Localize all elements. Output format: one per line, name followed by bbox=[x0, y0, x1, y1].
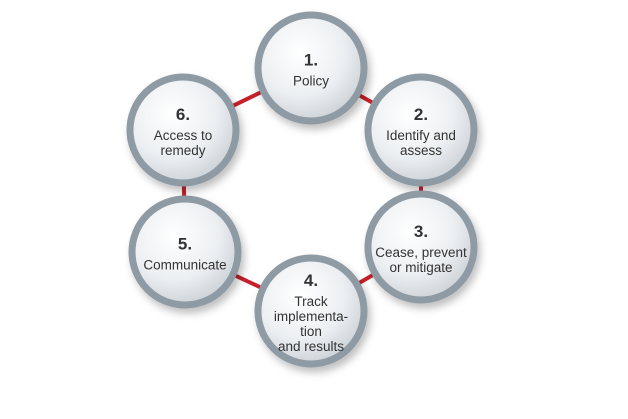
step-label-line: implementa- bbox=[274, 309, 348, 324]
step-node-5: 5. Communicate bbox=[128, 195, 242, 309]
step-label-line: Cease, prevent bbox=[375, 245, 467, 260]
step-number: 3. bbox=[414, 222, 428, 241]
step-label-line: Access to bbox=[154, 128, 213, 143]
step-label-line: Communicate bbox=[143, 258, 226, 273]
step-circle bbox=[364, 190, 478, 304]
step-number: 6. bbox=[176, 105, 190, 124]
step-number: 1. bbox=[304, 51, 318, 70]
step-label-line: assess bbox=[400, 143, 442, 158]
step-label-line: Track bbox=[294, 294, 327, 309]
step-circle bbox=[254, 254, 368, 368]
step-label-line: remedy bbox=[160, 143, 205, 158]
step-number: 4. bbox=[304, 271, 318, 290]
step-label-line: Identify and bbox=[386, 128, 456, 143]
step-circle bbox=[254, 11, 368, 125]
step-circle bbox=[126, 73, 240, 187]
step-circle bbox=[364, 73, 478, 187]
step-number: 2. bbox=[414, 105, 428, 124]
step-label-line: tion bbox=[300, 324, 322, 339]
step-number: 5. bbox=[178, 235, 192, 254]
step-label-line: or mitigate bbox=[389, 260, 452, 275]
step-label-line: and results bbox=[278, 339, 344, 354]
step-node-1: 1. Policy bbox=[254, 11, 368, 125]
step-circle bbox=[128, 195, 242, 309]
step-label-line: Policy bbox=[293, 74, 329, 89]
